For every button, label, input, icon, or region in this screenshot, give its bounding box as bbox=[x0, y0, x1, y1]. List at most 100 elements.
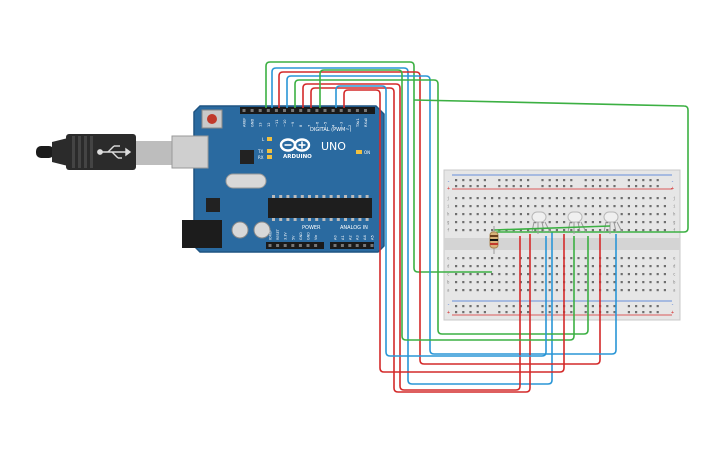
rail-hole[interactable] bbox=[519, 179, 522, 182]
terminal-hole[interactable] bbox=[491, 221, 494, 224]
terminal-hole[interactable] bbox=[584, 281, 587, 284]
terminal-hole[interactable] bbox=[469, 265, 472, 268]
terminal-hole[interactable] bbox=[642, 281, 645, 284]
terminal-hole[interactable] bbox=[577, 229, 580, 232]
terminal-hole[interactable] bbox=[505, 281, 508, 284]
terminal-hole[interactable] bbox=[649, 265, 652, 268]
terminal-hole[interactable] bbox=[512, 213, 515, 216]
terminal-hole[interactable] bbox=[527, 265, 530, 268]
rail-hole[interactable] bbox=[627, 185, 630, 188]
terminal-hole[interactable] bbox=[527, 281, 530, 284]
terminal-hole[interactable] bbox=[649, 213, 652, 216]
terminal-hole[interactable] bbox=[577, 205, 580, 208]
terminal-hole[interactable] bbox=[462, 221, 465, 224]
resistor[interactable] bbox=[489, 226, 499, 254]
rgb-led-1[interactable] bbox=[531, 211, 551, 234]
terminal-hole[interactable] bbox=[555, 221, 558, 224]
rail-hole[interactable] bbox=[649, 185, 652, 188]
terminal-hole[interactable] bbox=[555, 289, 558, 292]
terminal-hole[interactable] bbox=[534, 257, 537, 260]
rail-hole[interactable] bbox=[505, 185, 508, 188]
terminal-hole[interactable] bbox=[613, 289, 616, 292]
wire-blue-3[interactable] bbox=[335, 85, 547, 357]
terminal-hole[interactable] bbox=[599, 197, 602, 200]
terminal-hole[interactable] bbox=[627, 221, 630, 224]
digital-pin-hole[interactable] bbox=[242, 109, 246, 112]
terminal-hole[interactable] bbox=[606, 281, 609, 284]
terminal-hole[interactable] bbox=[620, 273, 623, 276]
terminal-hole[interactable] bbox=[519, 229, 522, 232]
terminal-hole[interactable] bbox=[555, 273, 558, 276]
terminal-hole[interactable] bbox=[491, 213, 494, 216]
terminal-hole[interactable] bbox=[527, 257, 530, 260]
terminal-hole[interactable] bbox=[541, 281, 544, 284]
terminal-hole[interactable] bbox=[627, 289, 630, 292]
digital-pin-hole[interactable] bbox=[339, 109, 343, 112]
terminal-hole[interactable] bbox=[627, 281, 630, 284]
terminal-hole[interactable] bbox=[584, 221, 587, 224]
terminal-hole[interactable] bbox=[635, 213, 638, 216]
terminal-hole[interactable] bbox=[656, 281, 659, 284]
rail-hole[interactable] bbox=[469, 185, 472, 188]
terminal-hole[interactable] bbox=[534, 273, 537, 276]
rail-hole[interactable] bbox=[498, 179, 501, 182]
wire-green-1[interactable] bbox=[294, 79, 589, 335]
terminal-hole[interactable] bbox=[476, 221, 479, 224]
rail-hole[interactable] bbox=[606, 305, 609, 308]
terminal-hole[interactable] bbox=[512, 205, 515, 208]
terminal-hole[interactable] bbox=[512, 221, 515, 224]
terminal-hole[interactable] bbox=[591, 197, 594, 200]
terminal-hole[interactable] bbox=[519, 197, 522, 200]
rail-hole[interactable] bbox=[527, 305, 530, 308]
rail-hole[interactable] bbox=[512, 179, 515, 182]
rail-hole[interactable] bbox=[570, 185, 573, 188]
rail-hole[interactable] bbox=[606, 311, 609, 314]
terminal-hole[interactable] bbox=[584, 289, 587, 292]
terminal-hole[interactable] bbox=[642, 205, 645, 208]
terminal-hole[interactable] bbox=[591, 265, 594, 268]
analog-pin-hole[interactable] bbox=[370, 244, 374, 247]
rail-hole[interactable] bbox=[462, 305, 465, 308]
terminal-hole[interactable] bbox=[584, 197, 587, 200]
rail-hole[interactable] bbox=[599, 185, 602, 188]
rail-hole[interactable] bbox=[649, 179, 652, 182]
rail-hole[interactable] bbox=[649, 305, 652, 308]
terminal-hole[interactable] bbox=[455, 197, 458, 200]
rail-hole[interactable] bbox=[656, 311, 659, 314]
digital-pin-hole[interactable] bbox=[291, 109, 295, 112]
terminal-hole[interactable] bbox=[483, 289, 486, 292]
rail-hole[interactable] bbox=[455, 311, 458, 314]
terminal-hole[interactable] bbox=[498, 289, 501, 292]
terminal-hole[interactable] bbox=[476, 197, 479, 200]
terminal-hole[interactable] bbox=[534, 197, 537, 200]
terminal-hole[interactable] bbox=[642, 273, 645, 276]
digital-pin-hole[interactable] bbox=[323, 109, 327, 112]
analog-pin-hole[interactable] bbox=[363, 244, 367, 247]
terminal-hole[interactable] bbox=[570, 281, 573, 284]
terminal-hole[interactable] bbox=[663, 273, 666, 276]
wire-green-gnd[interactable] bbox=[265, 61, 492, 273]
rail-hole[interactable] bbox=[635, 179, 638, 182]
power-pin-hole[interactable] bbox=[291, 244, 295, 247]
terminal-hole[interactable] bbox=[462, 229, 465, 232]
terminal-hole[interactable] bbox=[635, 281, 638, 284]
terminal-hole[interactable] bbox=[512, 197, 515, 200]
terminal-hole[interactable] bbox=[649, 273, 652, 276]
terminal-hole[interactable] bbox=[591, 229, 594, 232]
terminal-hole[interactable] bbox=[555, 257, 558, 260]
rail-hole[interactable] bbox=[642, 179, 645, 182]
digital-pin-hole[interactable] bbox=[250, 109, 254, 112]
terminal-hole[interactable] bbox=[584, 213, 587, 216]
rail-hole[interactable] bbox=[476, 179, 479, 182]
rail-hole[interactable] bbox=[483, 311, 486, 314]
terminal-hole[interactable] bbox=[555, 213, 558, 216]
terminal-hole[interactable] bbox=[642, 213, 645, 216]
terminal-hole[interactable] bbox=[498, 265, 501, 268]
terminal-hole[interactable] bbox=[527, 221, 530, 224]
terminal-hole[interactable] bbox=[584, 273, 587, 276]
rail-hole[interactable] bbox=[505, 179, 508, 182]
terminal-hole[interactable] bbox=[469, 221, 472, 224]
terminal-hole[interactable] bbox=[656, 205, 659, 208]
analog-pin-hole[interactable] bbox=[333, 244, 337, 247]
terminal-hole[interactable] bbox=[498, 197, 501, 200]
